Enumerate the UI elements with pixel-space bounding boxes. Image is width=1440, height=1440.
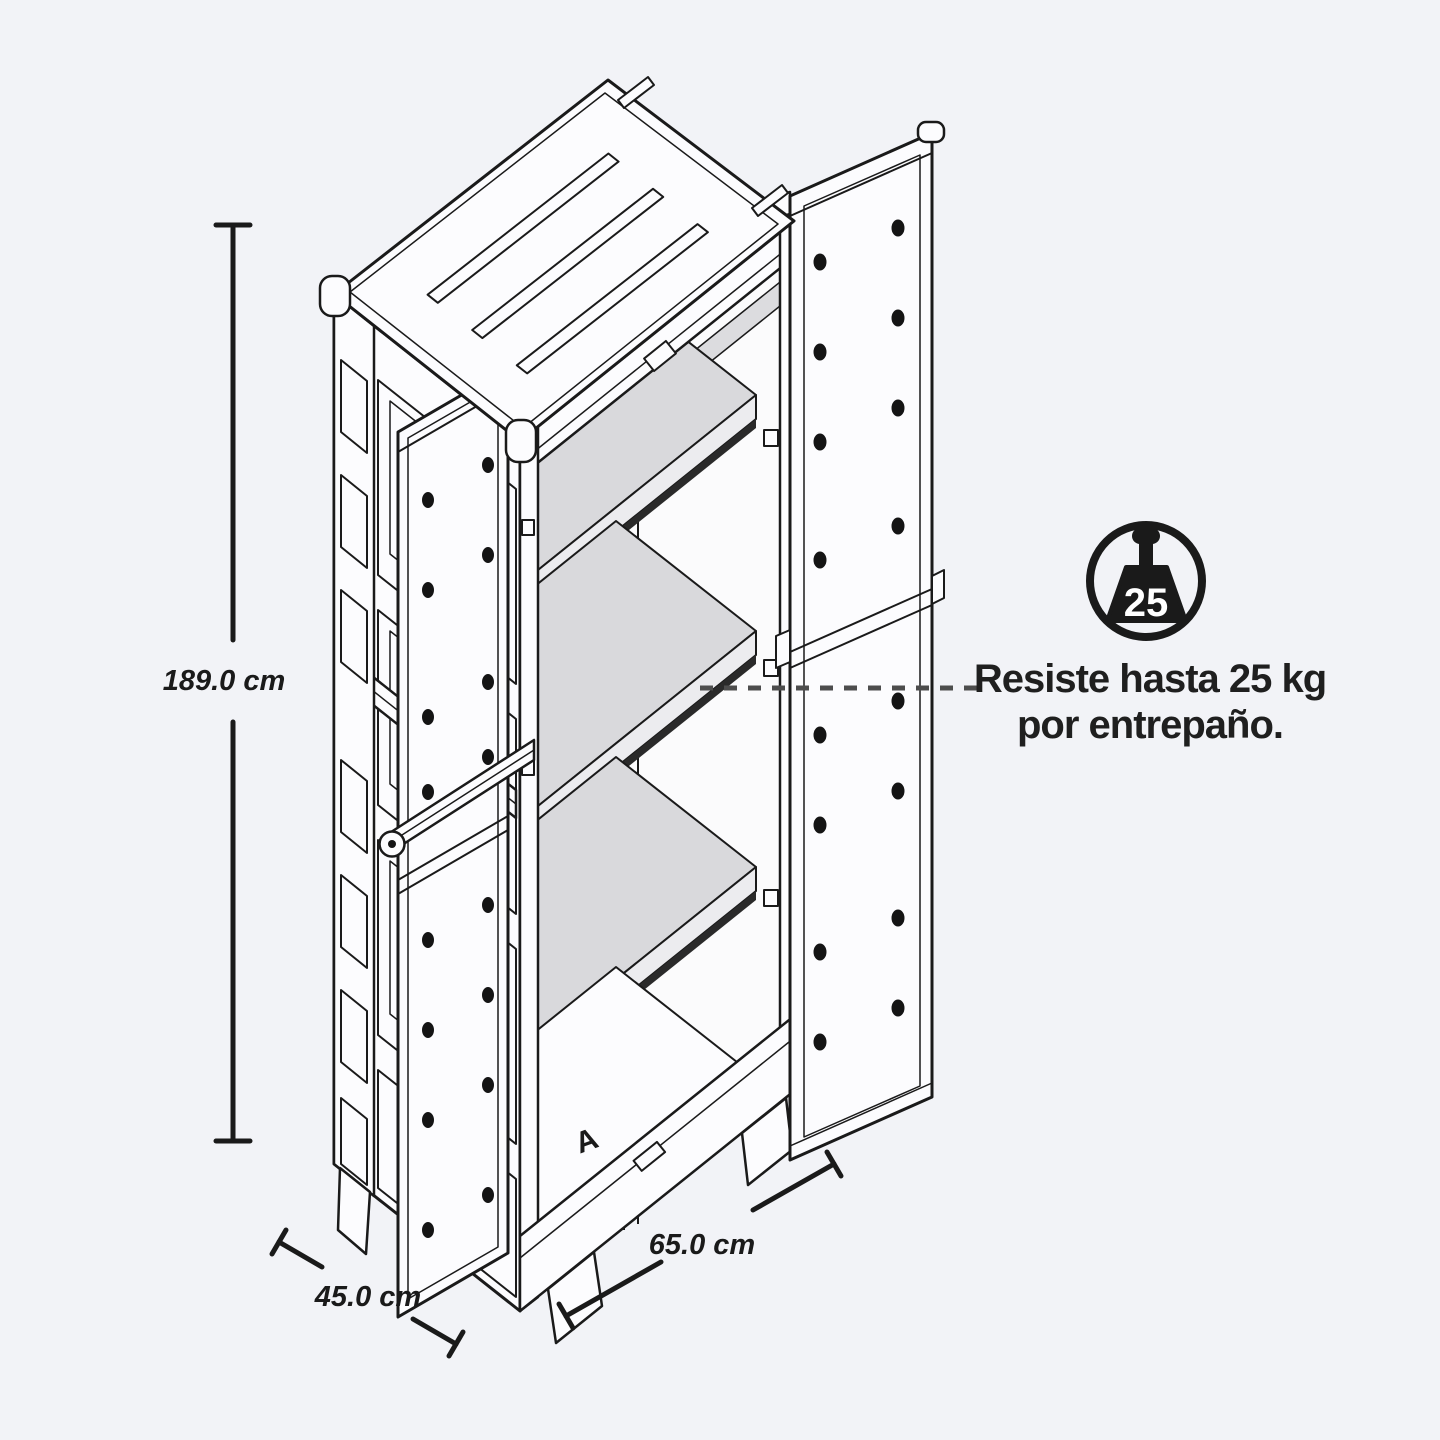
- left-door: [378, 366, 539, 1319]
- weight-capacity-icon: 25: [1086, 521, 1206, 641]
- top-corner-tabs: [617, 76, 789, 217]
- dim-width-label: 65.0 cm: [649, 1229, 755, 1261]
- right-door-seam: [775, 569, 945, 669]
- top-vent-slots: [426, 152, 709, 375]
- cabinet-illustration: A: [318, 76, 946, 1345]
- door-top-cap: [916, 120, 946, 144]
- top-panel: [318, 76, 796, 464]
- badge-number: 25: [1124, 581, 1169, 625]
- post-cap-front: [504, 418, 538, 464]
- capacity-text-line2: por entrepaño.: [1017, 703, 1283, 747]
- dimension-width: 65.0 cm: [556, 1149, 844, 1331]
- dim-height-label: 189.0 cm: [163, 665, 286, 697]
- left-door-screws: [422, 457, 494, 1238]
- dimension-height: 189.0 cm: [163, 222, 286, 1144]
- capacity-text-line1: Resiste hasta 25 kg: [974, 657, 1326, 701]
- right-door: [742, 120, 946, 1162]
- right-door-screws: [813, 219, 905, 1051]
- door-hinge-arm: [378, 738, 536, 858]
- dim-depth-label: 45.0 cm: [314, 1281, 421, 1313]
- cabinet-feet: [336, 1096, 794, 1345]
- post-cap-left: [318, 274, 352, 318]
- capacity-callout: 25 Resiste hasta 25 kg por entrepaño.: [700, 521, 1327, 747]
- left-door-seam: [397, 815, 509, 895]
- top-latch: [643, 339, 677, 373]
- dimension-depth: 45.0 cm: [269, 1227, 466, 1359]
- ladder-frame: [332, 292, 376, 1198]
- bottom-rail-slot: [632, 1140, 667, 1172]
